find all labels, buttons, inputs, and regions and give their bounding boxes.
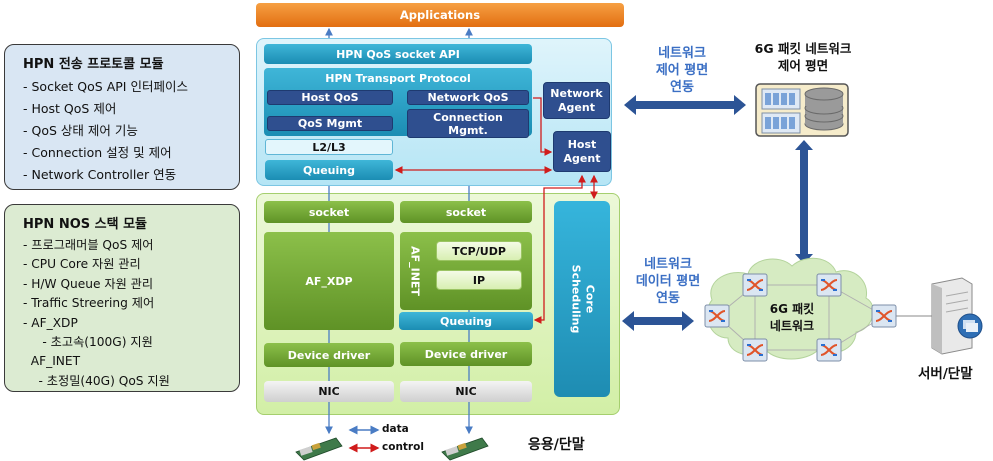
server-label: 서버/단말 <box>918 366 973 382</box>
data-plane-link-line-1: 네트워크 <box>644 257 692 272</box>
list-item: - 초고속(100G) 지원 <box>23 335 153 350</box>
af-xdp-block: AF_XDP <box>264 232 394 330</box>
lower-queuing-block: Queuing <box>399 312 533 330</box>
list-item: - QoS 상태 제어 기능 <box>23 123 138 138</box>
list-item: - 프로그래머블 QoS 제어 <box>23 238 154 252</box>
control-line <box>533 174 586 324</box>
qos-mgmt-block: QoS Mgmt <box>267 116 393 131</box>
network-qos-block: Network QoS <box>407 90 529 105</box>
list-item: - CPU Core 자원 관리 <box>23 257 141 272</box>
data-plane-link-line-3: 연동 <box>656 291 680 306</box>
host-qos-block: Host QoS <box>267 90 393 105</box>
data-plane-link-label: 네트워크 데이터 평면 연동 <box>620 256 716 307</box>
network-cloud-label-line-1: 6G 패킷 <box>769 302 815 316</box>
upper-queuing-block: Queuing <box>265 160 393 180</box>
network-agent-block: Network Agent <box>543 82 610 119</box>
control-plane-link-arrow <box>624 95 746 115</box>
host-agent-label-1: Host <box>567 137 597 151</box>
device-driver-right: Device driver <box>400 342 532 366</box>
list-item: - Socket QoS API 인터페이스 <box>23 79 188 94</box>
tcp-udp-block: TCP/UDP <box>436 241 522 261</box>
switch-icon <box>816 273 842 297</box>
network-agent-label-2: Agent <box>558 100 595 114</box>
applications-layer: Applications <box>256 3 624 27</box>
list-item: - AF_XDP <box>23 315 78 330</box>
switch-icon <box>871 304 897 328</box>
transport-module-box: HPN 전송 프로토콜 모듈 - Socket QoS API 인터페이스 - … <box>4 44 240 190</box>
nic-card-icon <box>295 437 343 461</box>
list-item: AF_INET <box>23 354 81 369</box>
controller-network-arrow <box>795 140 813 264</box>
device-driver-left: Device driver <box>264 343 394 367</box>
connection-mgmt-block: Connection Mgmt. <box>407 109 529 138</box>
hpn-qos-socket-api: HPN QoS socket API <box>264 44 532 64</box>
switch-icon <box>742 338 768 362</box>
network-cloud-label: 6G 패킷 네트워크 <box>756 301 828 335</box>
control-plane-link-line-2: 제어 평면 <box>655 63 709 78</box>
legend-data-label: data <box>382 423 409 435</box>
control-plane-link-line-3: 연동 <box>670 80 694 95</box>
socket-left-block: socket <box>264 201 394 223</box>
data-plane-link-arrow <box>622 311 694 331</box>
list-item: - Traffic Streering 제어 <box>23 296 155 311</box>
switch-icon <box>742 273 768 297</box>
control-plane-link-label: 네트워크 제어 평면 연동 <box>634 45 730 96</box>
controller-title: 6G 패킷 네트워크 제어 평면 <box>738 40 868 74</box>
list-item: - 초정밀(40G) QoS 지원 <box>23 373 170 388</box>
list-item: - Network Controller 연동 <box>23 167 177 182</box>
server-tower-icon <box>931 277 983 355</box>
nic-right: NIC <box>400 381 532 402</box>
connection-mgmt-label-2: Mgmt. <box>448 123 488 137</box>
terminal-label: 응용/단말 <box>528 437 585 453</box>
ip-block: IP <box>436 270 522 290</box>
network-cloud-label-line-2: 네트워크 <box>769 319 815 333</box>
nos-module-title: HPN NOS 스택 모듈 <box>23 217 147 232</box>
nic-card-icon <box>441 437 489 461</box>
host-agent-block: Host Agent <box>553 131 611 172</box>
list-item: - H/W Queue 자원 관리 <box>23 276 154 291</box>
controller-title-line-2: 제어 평면 <box>777 58 829 73</box>
socket-right-block: socket <box>400 201 532 223</box>
nos-module-box: HPN NOS 스택 모듈 - 프로그래머블 QoS 제어 - CPU Core… <box>4 204 240 392</box>
list-item: - Host QoS 제어 <box>23 101 117 116</box>
data-plane-link-line-2: 데이터 평면 <box>635 274 701 289</box>
list-item: - Connection 설정 및 제어 <box>23 145 172 160</box>
hpn-transport-protocol-title: HPN Transport Protocol <box>325 71 471 85</box>
control-line <box>533 97 553 156</box>
legend-control-label: control <box>382 441 424 453</box>
controller-server-icon <box>755 83 849 137</box>
switch-icon <box>816 338 842 362</box>
control-plane-link-line-1: 네트워크 <box>658 46 706 61</box>
host-agent-label-2: Agent <box>563 151 601 165</box>
nic-left: NIC <box>264 381 394 402</box>
l2-l3-block: L2/L3 <box>265 139 393 155</box>
network-agent-label-1: Network <box>550 86 603 100</box>
controller-title-line-1: 6G 패킷 네트워크 <box>754 41 852 56</box>
switch-icon <box>704 304 730 328</box>
connection-mgmt-label-1: Connection <box>433 110 503 124</box>
transport-module-title: HPN 전송 프로토콜 모듈 <box>23 57 164 72</box>
